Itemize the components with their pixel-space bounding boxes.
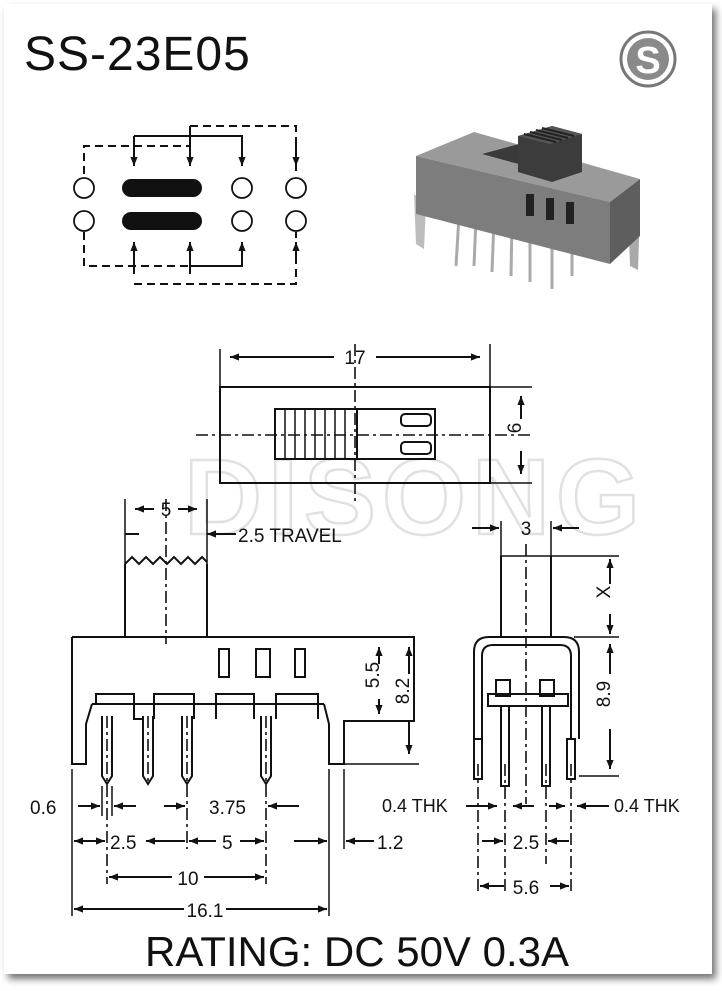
dim-thickness-right: 0.4 THK: [614, 796, 680, 816]
top-view-drawing: 17 6: [196, 344, 534, 504]
dim-pitch-short: 3.75: [209, 798, 246, 819]
dim-pitch-a: 2.5: [110, 833, 136, 854]
dim-body-height: 5.5: [363, 662, 384, 688]
logo-letter: S: [635, 40, 660, 82]
dim-terminal-span: 10: [177, 869, 198, 890]
datasheet-sheet: DISONG SS-23E05 S: [4, 4, 712, 975]
contact-bridge: [122, 179, 202, 197]
watermark-text: DISONG: [184, 436, 646, 557]
dim-pitch-b: 5: [222, 833, 233, 854]
dim-bracket-height: 8.9: [594, 681, 615, 707]
part-number-title: SS-23E05: [24, 28, 251, 81]
contact-circle: [73, 210, 95, 232]
dim-thickness-left: 0.4 THK: [382, 796, 448, 816]
rating-text: RATING: DC 50V 0.3A: [145, 928, 569, 975]
dim-offset: 1.2: [377, 833, 403, 854]
dim-travel: 2.5 TRAVEL: [238, 526, 342, 547]
contact-circle: [285, 177, 307, 199]
contact-circle: [73, 177, 95, 199]
brand-logo: S: [619, 30, 677, 88]
dim-total-height: 8.2: [393, 678, 414, 704]
drawing-canvas: DISONG SS-23E05 S: [24, 28, 680, 975]
dim-side-knob-width: 3: [521, 519, 532, 540]
front-terminals: [101, 716, 272, 884]
contact-circle: [231, 177, 253, 199]
dim-bracket-width: 5.6: [513, 878, 539, 899]
dim-total-length: 16.1: [187, 901, 224, 922]
side-view-drawing: 3 X 8.9 0.4 THK: [382, 519, 680, 899]
dim-side-pitch: 2.5: [513, 833, 539, 854]
circuit-schematic: [73, 125, 307, 285]
dim-top-height: 6: [505, 423, 526, 434]
switch-product-render: [414, 126, 640, 289]
dim-top-width: 17: [344, 348, 365, 369]
contact-circle: [285, 210, 307, 232]
front-view-drawing: 5 2.5 TRAVEL: [30, 499, 419, 922]
contact-circle: [231, 210, 253, 232]
dim-knob-height: X: [594, 585, 615, 598]
dim-terminal-width: 0.6: [30, 798, 56, 819]
contact-bridge: [122, 212, 202, 230]
